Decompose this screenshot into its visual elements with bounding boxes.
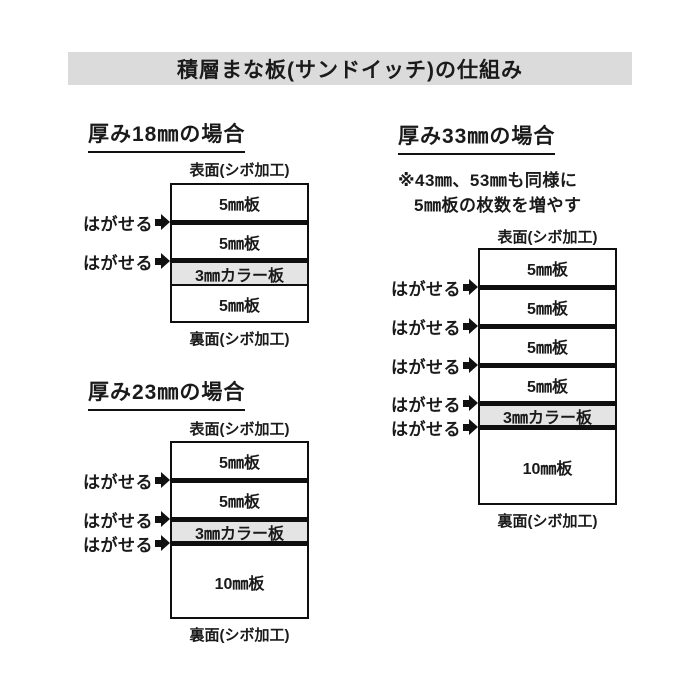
peel-line (172, 541, 307, 546)
peel-line (480, 285, 615, 290)
layer-5mm: 5㎜板 (480, 329, 615, 363)
layer-3mm-color: 3㎜カラー板 (172, 522, 307, 543)
layer-5mm: 5㎜板 (172, 185, 307, 220)
peel-callout: はがせる (20, 508, 170, 531)
peel-line (172, 478, 307, 483)
heading-23mm: 厚み23㎜の場合 (88, 376, 246, 411)
peel-label: はがせる (83, 472, 153, 492)
peel-callout: はがせる (20, 469, 170, 492)
peel-label: はがせる (83, 535, 153, 555)
peel-label: はがせる (391, 318, 461, 338)
right-arrow-icon (155, 511, 170, 527)
page-title: 積層まな板(サンドイッチ)の仕組み (177, 58, 523, 82)
layer-10mm: 10㎜板 (172, 546, 307, 617)
layer-stack-33mm: 5㎜板 5㎜板 5㎜板 5㎜板 3㎜カラー板 10㎜板 (478, 248, 617, 505)
front-face-label-33mm: 表面(シボ加工) (497, 229, 598, 246)
back-face-label-18mm: 裏面(シボ加工) (189, 331, 290, 348)
right-arrow-icon (155, 472, 170, 488)
layer-5mm: 5㎜板 (172, 225, 307, 258)
right-arrow-icon (463, 279, 478, 295)
peel-label: はがせる (83, 511, 153, 531)
right-arrow-icon (463, 419, 478, 435)
layer-stack-23mm: 5㎜板 5㎜板 3㎜カラー板 10㎜板 (170, 441, 309, 619)
heading-18mm: 厚み18㎜の場合 (88, 118, 246, 153)
peel-callout: はがせる (328, 354, 478, 377)
peel-callout: はがせる (328, 392, 478, 415)
peel-callout: はがせる (20, 250, 170, 273)
peel-callout: はがせる (20, 532, 170, 555)
peel-line (480, 324, 615, 329)
glue-line (172, 284, 307, 286)
right-arrow-icon (155, 535, 170, 551)
right-arrow-icon (463, 357, 478, 373)
peel-callout: はがせる (328, 416, 478, 439)
heading-33mm: 厚み33㎜の場合 (398, 120, 556, 155)
peel-line (172, 258, 307, 263)
note-line-1: ※43㎜、53㎜も同様に (398, 171, 578, 190)
layer-5mm: 5㎜板 (172, 483, 307, 517)
layer-5mm: 5㎜板 (480, 368, 615, 401)
peel-line (172, 220, 307, 225)
peel-label: はがせる (83, 214, 153, 234)
layer-5mm: 5㎜板 (172, 286, 307, 321)
peel-line (480, 425, 615, 430)
layer-5mm: 5㎜板 (172, 443, 307, 478)
right-arrow-icon (463, 318, 478, 334)
back-face-label-33mm: 裏面(シボ加工) (497, 513, 598, 530)
peel-callout: はがせる (328, 276, 478, 299)
layer-stack-18mm: 5㎜板 5㎜板 3㎜カラー板 5㎜板 (170, 183, 309, 323)
right-arrow-icon (463, 395, 478, 411)
back-face-label-23mm: 裏面(シボ加工) (189, 627, 290, 644)
layer-3mm-color: 3㎜カラー板 (172, 263, 307, 285)
peel-line (480, 363, 615, 368)
peel-label: はがせる (83, 253, 153, 273)
right-arrow-icon (155, 214, 170, 230)
peel-label: はがせる (391, 419, 461, 439)
peel-label: はがせる (391, 279, 461, 299)
peel-line (480, 401, 615, 406)
note-line-2: 5㎜板の枚数を増やす (414, 196, 582, 215)
peel-callout: はがせる (20, 211, 170, 234)
peel-label: はがせる (391, 357, 461, 377)
layer-10mm: 10㎜板 (480, 430, 615, 503)
peel-line (172, 517, 307, 522)
right-arrow-icon (155, 253, 170, 269)
front-face-label-23mm: 表面(シボ加工) (189, 421, 290, 438)
layer-5mm: 5㎜板 (480, 250, 615, 285)
peel-callout: はがせる (328, 315, 478, 338)
title-bar: 積層まな板(サンドイッチ)の仕組み (68, 52, 632, 85)
layer-3mm-color: 3㎜カラー板 (480, 406, 615, 427)
layer-5mm: 5㎜板 (480, 290, 615, 324)
front-face-label-18mm: 表面(シボ加工) (189, 162, 290, 179)
peel-label: はがせる (391, 395, 461, 415)
